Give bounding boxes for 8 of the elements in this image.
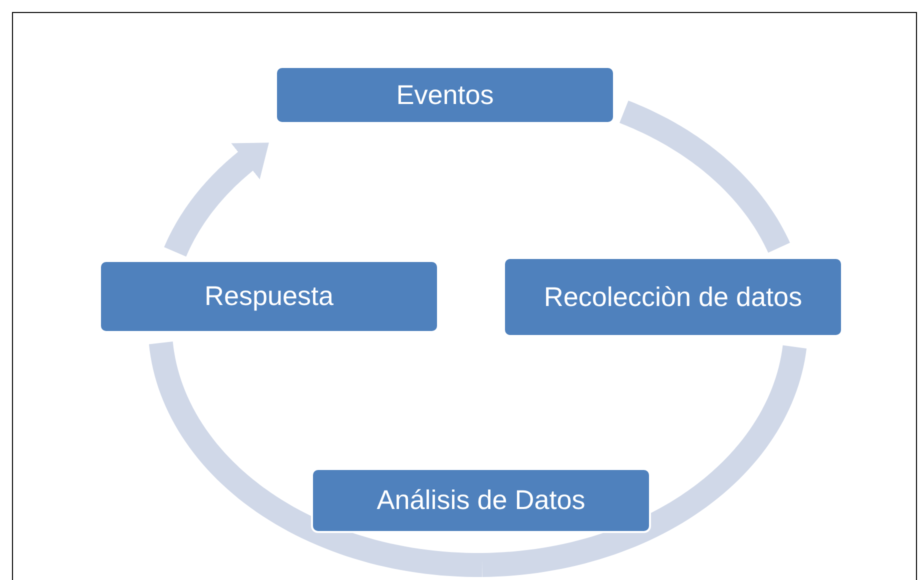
node-label: Respuesta	[204, 281, 334, 312]
process-box	[275, 66, 615, 124]
process-box	[99, 260, 439, 333]
node-label: Recolecciòn de datos	[544, 282, 802, 312]
node-label: Eventos	[396, 80, 494, 110]
process-box	[311, 468, 651, 533]
process-box	[503, 257, 843, 337]
node-label: Análisis de Datos	[376, 485, 586, 516]
